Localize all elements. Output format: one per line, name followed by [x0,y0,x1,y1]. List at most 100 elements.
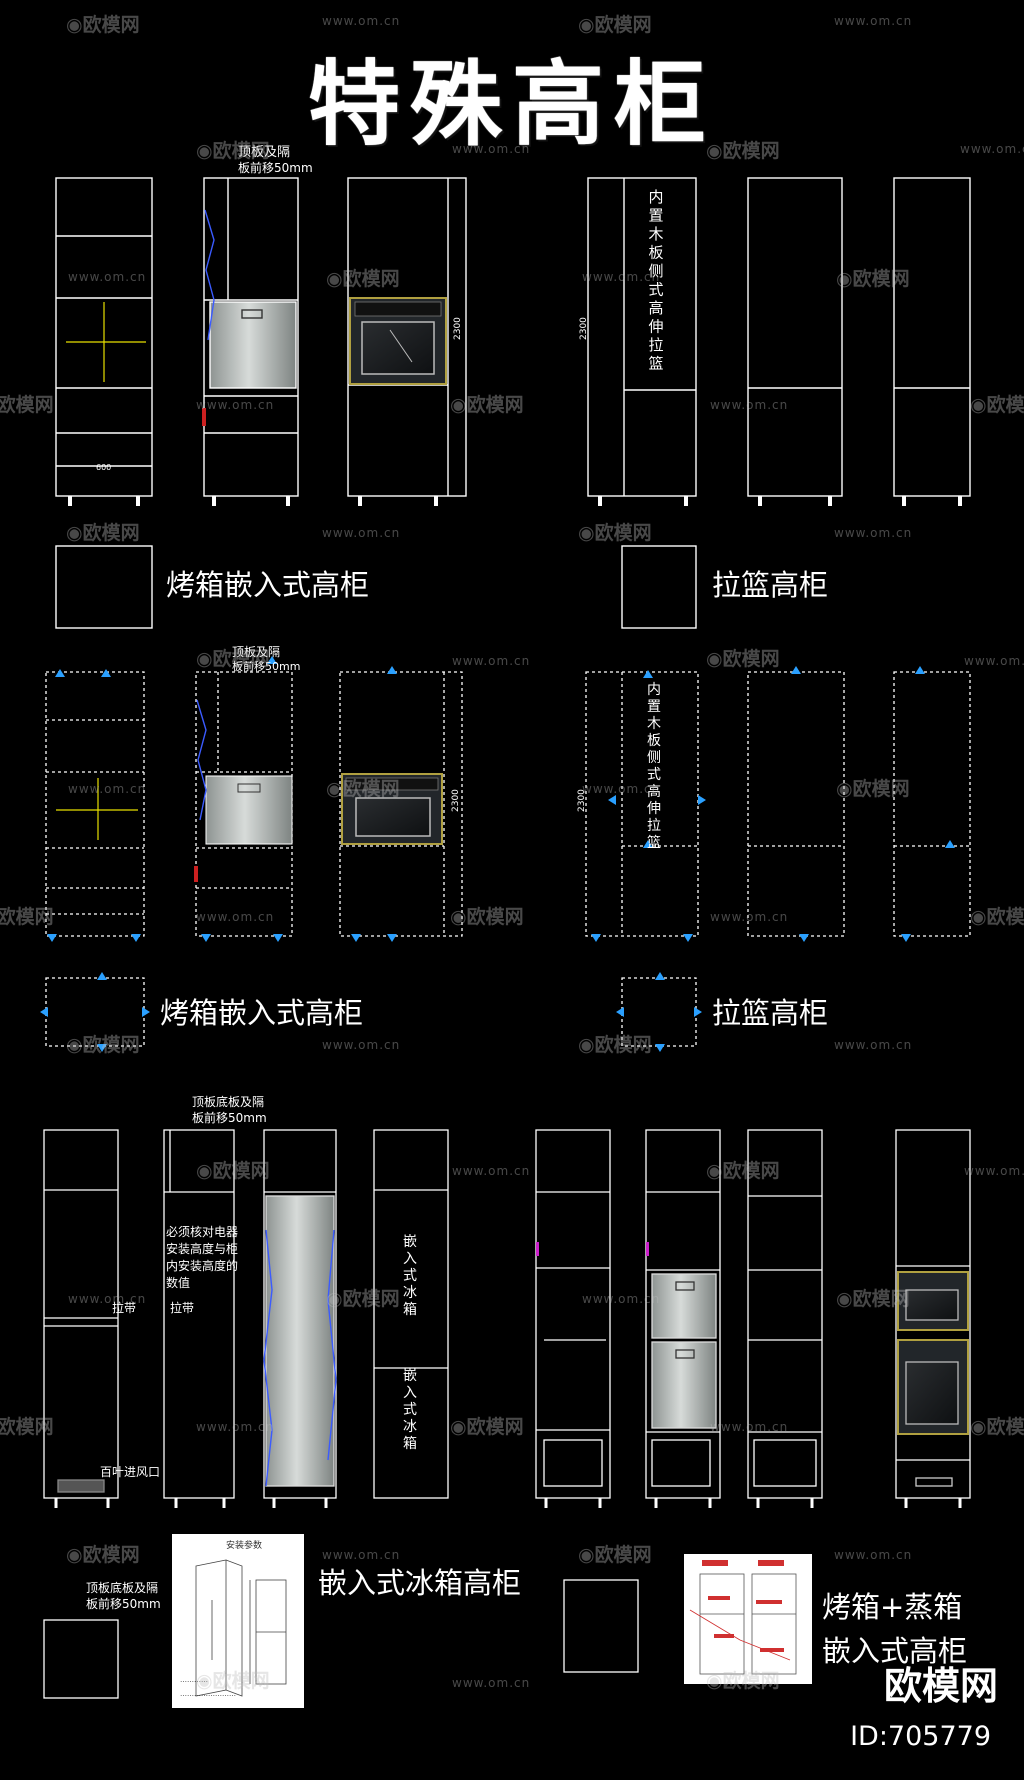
arrow-marker [131,934,141,942]
label-oven-cabinet: 烤箱嵌入式高柜 [166,568,370,602]
arrow-marker [694,1007,702,1017]
dim-height: 2300 [453,317,463,340]
annot-vent: 百叶进风口 [100,1465,160,1479]
sheet-title: 安装参数 [226,1539,262,1551]
vertical-char: 篮 [647,835,661,851]
vertical-char: 篮 [648,355,663,373]
label-basket-cabinet-row2: 拉篮高柜 [712,996,829,1030]
vertical-char: 侧 [648,262,663,280]
arrow-marker [591,934,601,942]
arrow-marker [351,934,361,942]
vertical-char: 内 [647,682,661,698]
vertical-char: 入 [403,1385,417,1401]
arrow-marker [273,934,283,942]
vertical-char: 板 [647,733,661,749]
arrow-marker [97,1044,107,1052]
fridge-install-sheet: 安装参数 ………… …………………… [172,1534,304,1708]
dim-height-row2-b: 2300 [577,789,587,812]
page-title: 特殊高柜 [307,51,716,158]
fridge-note-line: 安装高度与柜 [166,1241,238,1256]
vertical-char: 侧 [647,750,661,766]
fridge-note-line: 必须核对电器 [166,1225,238,1239]
arrow-marker [791,666,801,674]
row2-texts: 顶板及隔 板前移50mm 2300 2300 [232,645,587,812]
label-oven-steam-2: 嵌入式高柜 [822,1634,968,1668]
arrow-marker [608,795,616,805]
row1-oven-cabinets [55,177,971,629]
row1-texts: 顶板及隔 板前移50mm 2300 2300 600 [96,145,589,472]
vertical-char: 箱 [403,1302,417,1318]
vertical-char: 伸 [648,318,663,336]
dim-height-row2: 2300 [451,789,461,812]
annot-plan-shift-1: 顶板底板及隔 [86,1580,158,1595]
annot-top-bottom-shift-1: 顶板底板及隔 [192,1094,264,1109]
vertical-char: 嵌 [403,1234,417,1250]
vertical-char: 板 [648,244,663,262]
row2-appliances [56,699,443,882]
dim-height-b: 2300 [579,317,589,340]
annot-strap-1: 拉带 [112,1300,136,1315]
brand-logo: 欧模网 [883,1664,998,1708]
arrow-marker [683,934,693,942]
label-oven-cabinet-row2: 烤箱嵌入式高柜 [160,996,364,1030]
row3-texts: 顶板底板及隔 板前移50mm 拉带 拉带 百叶进风口 顶板底板及隔 板前移50m… [86,1094,267,1611]
vertical-char: 冰 [403,1285,417,1301]
row3-accents [263,1229,649,1487]
row3-cabinets [43,1129,971,1699]
fridge-note-line: 内安装高度的 [166,1258,238,1273]
annot-top-shift-2: 板前移50mm [238,160,313,175]
vertical-char: 木 [647,716,661,732]
arrow-marker [142,1007,150,1017]
vertical-char: 置 [648,207,663,225]
arrow-marker [55,669,65,677]
oven-steam-install-sheet [684,1554,812,1684]
vertical-char: 式 [648,281,663,299]
label-oven-steam-1: 烤箱+蒸箱 [822,1590,963,1624]
arrow-marker [643,840,653,848]
arrow-marker [47,934,57,942]
vertical-char: 冰 [403,1419,417,1435]
arrow-marker [387,934,397,942]
row1-accents [66,209,215,426]
dim-width: 600 [96,463,111,472]
vertical-char: 嵌 [403,1368,417,1384]
arrow-marker [945,840,955,848]
row2-arrow-markers [40,656,955,1052]
arrow-marker [101,669,111,677]
vertical-char: 式 [647,767,661,783]
vertical-char: 式 [403,1268,417,1284]
vertical-char: 拉 [648,336,663,354]
annot-top-shift-row2-1: 顶板及隔 [232,645,280,659]
arrow-marker [40,1007,48,1017]
vertical-char: 置 [647,699,661,715]
vertical-char: 伸 [647,801,661,817]
arrow-marker [655,972,665,980]
annot-plan-shift-2: 板前移50mm [86,1596,161,1611]
vertical-char: 拉 [647,818,661,834]
arrow-marker [616,1007,624,1017]
vertical-char: 高 [647,783,661,800]
annot-top-shift-1: 顶板及隔 [238,145,290,160]
arrow-marker [698,795,706,805]
vertical-char: 式 [403,1402,417,1418]
annot-top-bottom-shift-2: 板前移50mm [192,1110,267,1125]
vertical-char: 高 [648,299,663,317]
label-basket-cabinet: 拉篮高柜 [712,568,829,602]
brand-id: ID:705779 [850,1721,991,1752]
fridge-note-line: 数值 [166,1275,190,1290]
vertical-char: 内 [648,188,663,206]
svg-text:…………: ………… [180,1676,208,1684]
vertical-char: 木 [648,225,663,243]
arrow-marker [201,934,211,942]
arrow-marker [387,666,397,674]
annot-top-shift-row2-2: 板前移50mm [232,659,300,673]
arrow-marker [915,666,925,674]
arrow-marker [901,934,911,942]
arrow-marker [97,972,107,980]
arrow-marker [655,1044,665,1052]
annot-strap-2: 拉带 [170,1300,194,1315]
